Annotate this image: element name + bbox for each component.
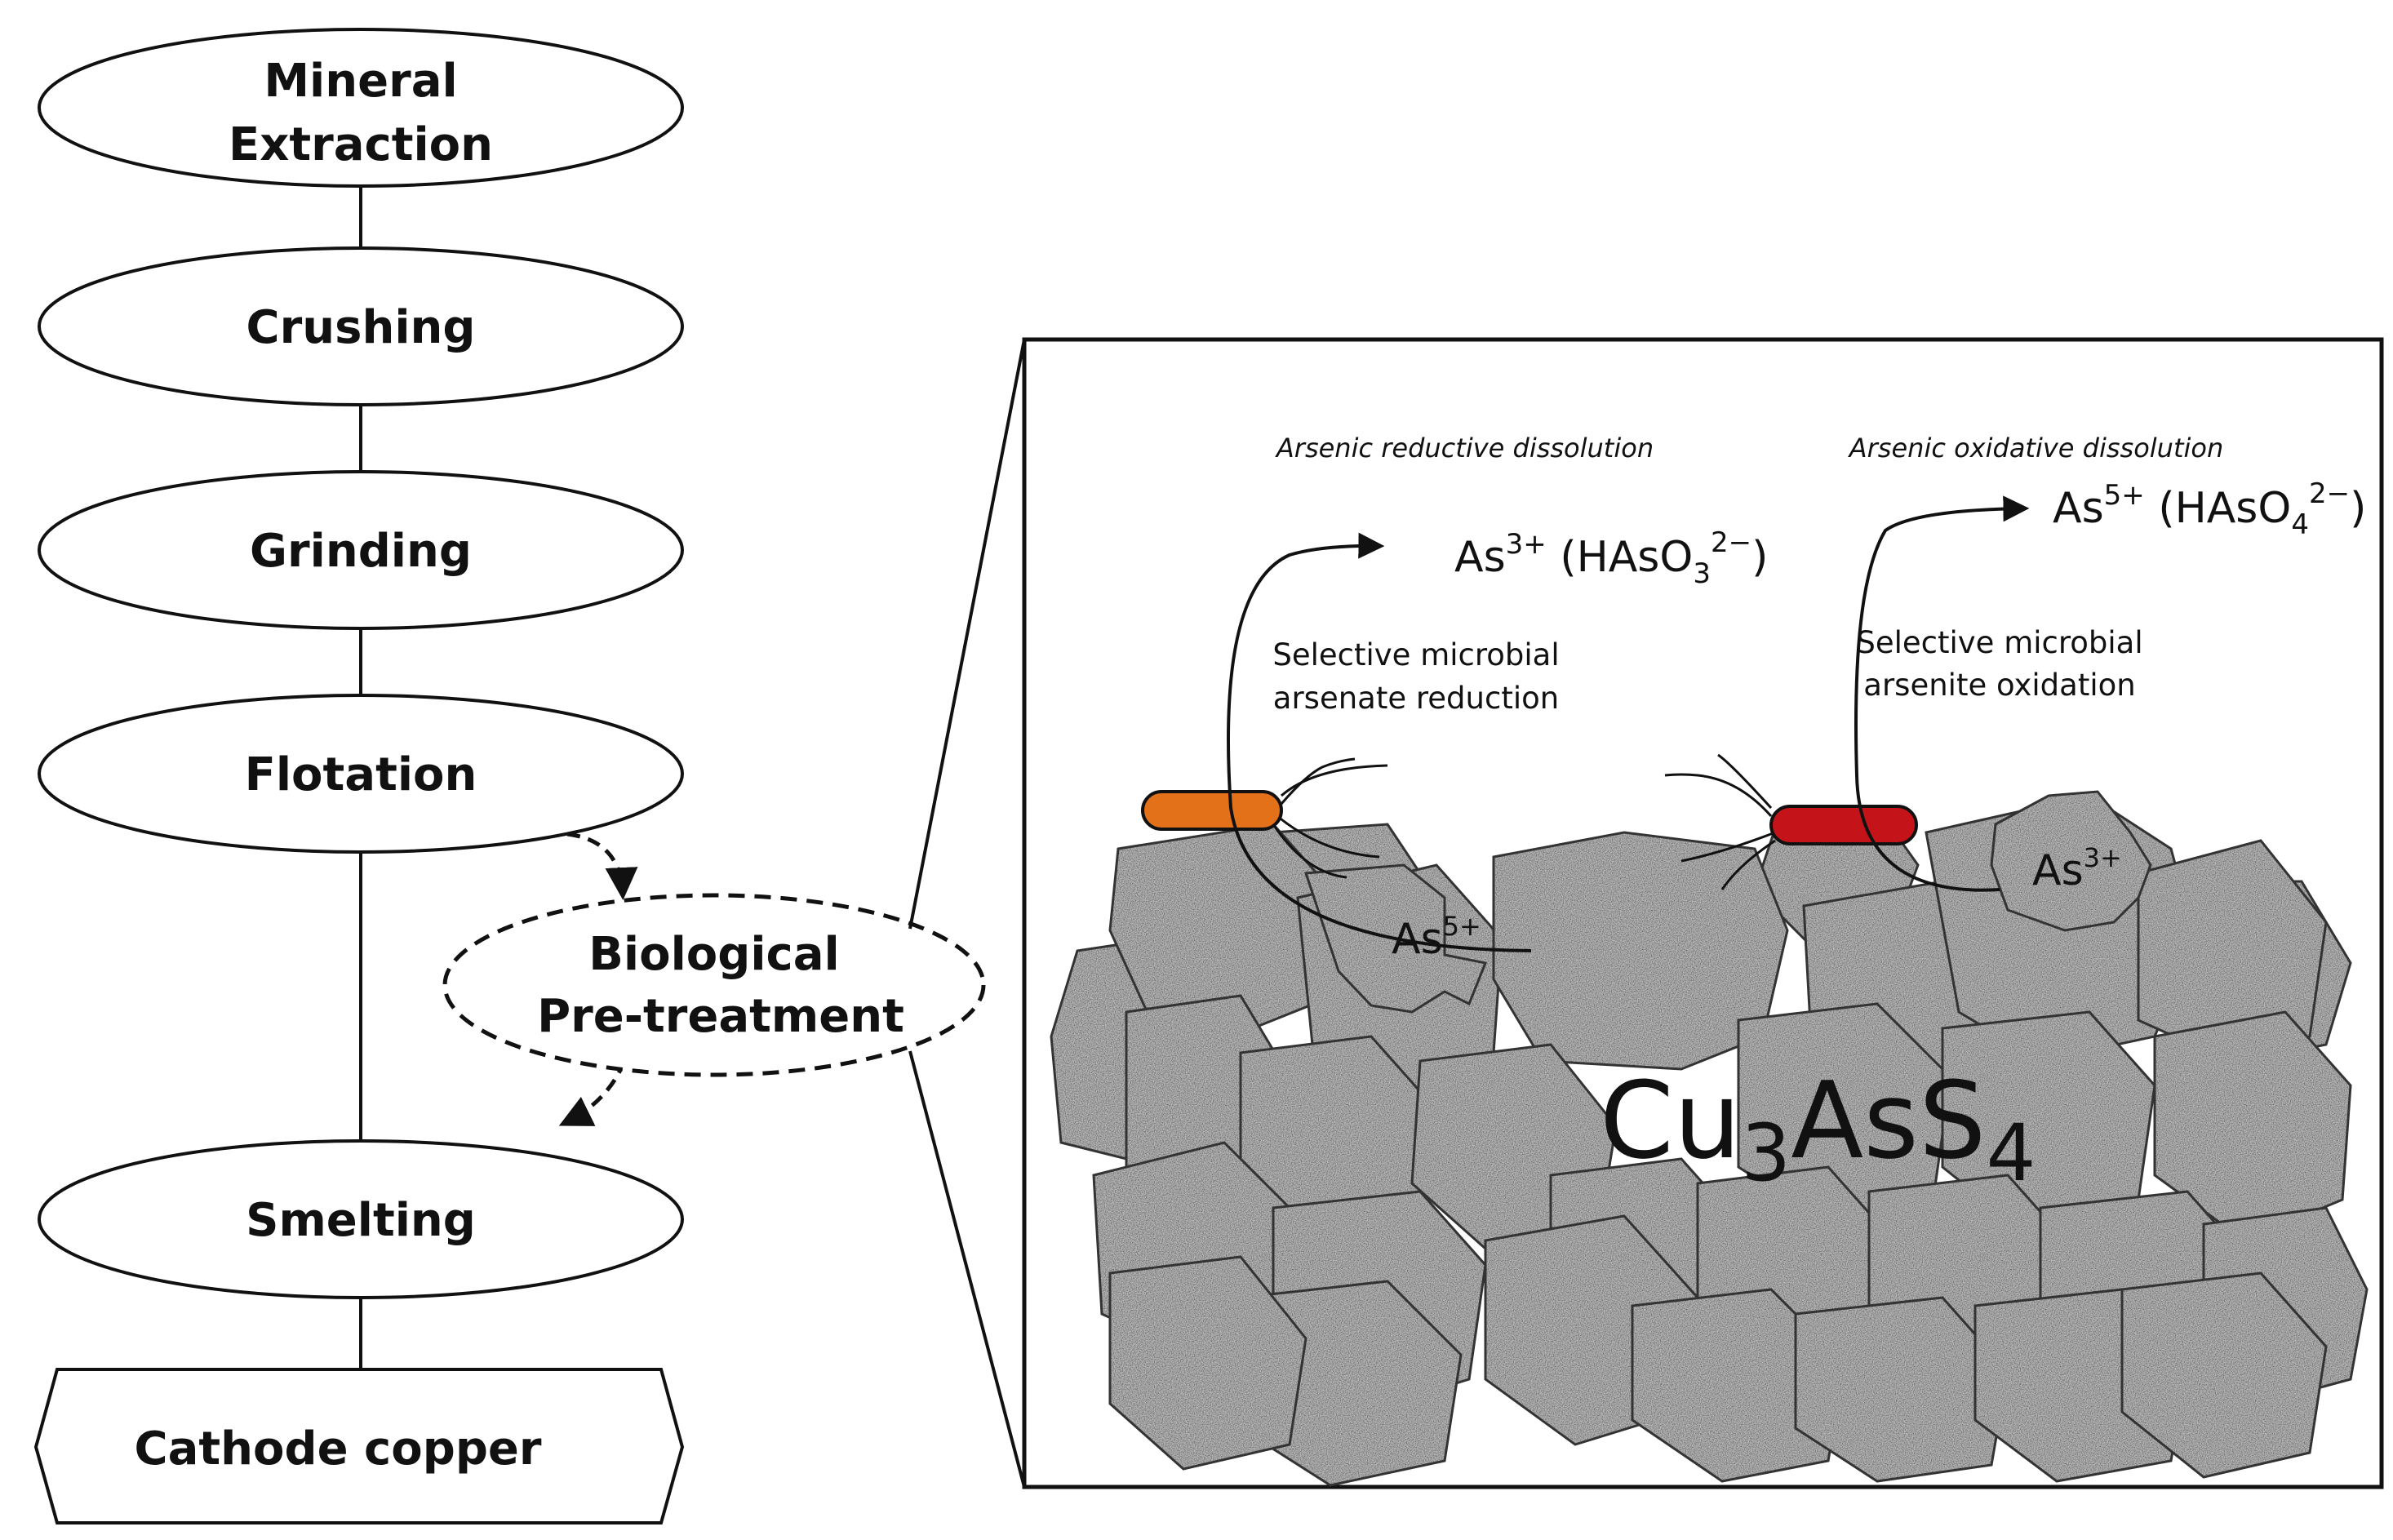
- ion-symbol: As: [1392, 915, 1443, 964]
- ion-symbol: As: [2053, 484, 2104, 533]
- arsenate-product: As5+ (HAsO42−): [2053, 477, 2366, 541]
- reductive-dissolution-title: Arsenic reductive dissolution: [1275, 433, 1654, 464]
- ore-particles: [1050, 790, 2369, 1487]
- mechanism-panel: Arsenic reductive dissolution Arsenic ox…: [1022, 337, 2384, 1489]
- formula-part: Cu: [1600, 1058, 1741, 1183]
- ore-particle: [1794, 1296, 2009, 1483]
- ion-symbol: As: [2032, 846, 2084, 895]
- formula-superscript: 2−: [2309, 477, 2350, 510]
- ion-charge: 5+: [2104, 479, 2145, 512]
- dashed-connector-to-pretreatment: [566, 832, 638, 900]
- ore-particle: [1631, 1288, 1846, 1483]
- formula-close: ): [1751, 533, 1768, 582]
- formula-open: (HAsO: [2145, 484, 2292, 533]
- step-label-line: Biological: [588, 928, 839, 981]
- surface-species-as5: As5+: [1392, 911, 1481, 964]
- step-label: Flotation: [245, 748, 477, 801]
- arsenite-product: As3+ (HAsO32−): [1454, 526, 1768, 590]
- oxidation-process-line: arsenite oxidation: [1863, 668, 2135, 703]
- step-mineral-extraction: Mineral Extraction: [38, 28, 684, 188]
- ion-symbol: As: [1454, 533, 1506, 582]
- bacterium-cell: [1141, 790, 1283, 831]
- flowchart: Mineral Extraction Crushing Grinding Flo…: [33, 28, 986, 1524]
- ion-charge: 3+: [2084, 842, 2122, 873]
- formula-subscript: 3: [1741, 1107, 1791, 1199]
- ore-particle: [1108, 823, 1340, 1038]
- step-flotation: Flotation: [38, 694, 684, 854]
- bacterium-cell: [1769, 805, 1918, 845]
- ore-particle: [2120, 1271, 2328, 1479]
- product-cathode-copper: Cathode copper: [33, 1368, 685, 1524]
- step-label: Grinding: [250, 525, 472, 578]
- step-grinding: Grinding: [38, 470, 684, 630]
- ore-particle-as3: [1990, 790, 2152, 932]
- product-label: Cathode copper: [135, 1422, 542, 1476]
- step-label-line: Extraction: [229, 118, 493, 171]
- mineral-formula-enargite: Cu3AsS4: [1600, 1058, 2036, 1199]
- reduction-process-line: Selective microbial: [1272, 637, 1559, 672]
- step-label-line: Mineral: [264, 55, 457, 108]
- formula-subscript: 4: [2291, 508, 2309, 541]
- step-label: Crushing: [246, 301, 476, 354]
- formula-superscript: 2−: [1711, 526, 1751, 559]
- formula-open: (HAsO: [1547, 533, 1694, 582]
- step-biological-pretreatment: Biological Pre-treatment: [442, 893, 986, 1077]
- step-smelting: Smelting: [38, 1139, 684, 1299]
- oxidative-dissolution-title: Arsenic oxidative dissolution: [1848, 433, 2224, 464]
- ore-particle: [2153, 1010, 2352, 1242]
- ore-particle: [2137, 839, 2328, 1063]
- step-crushing: Crushing: [38, 246, 684, 406]
- step-label: Smelting: [246, 1194, 476, 1247]
- bacterium-arsenite-oxidizer: [1664, 753, 1918, 890]
- oxidation-arrow: [1854, 495, 2030, 892]
- oxidation-process-line: Selective microbial: [1856, 625, 2142, 660]
- ion-charge: 3+: [1506, 528, 1547, 561]
- ore-particle: [1108, 1255, 1307, 1471]
- step-label-line: Pre-treatment: [537, 990, 904, 1043]
- zoom-line-bottom: [908, 1050, 1026, 1488]
- zoom-line-top: [908, 339, 1026, 930]
- bacterium-arsenate-reducer: [1141, 757, 1388, 879]
- reduction-arrow: [1227, 532, 1532, 952]
- formula-close: ): [2350, 484, 2366, 533]
- formula-subscript: 3: [1693, 557, 1711, 590]
- reduction-process-line: arsenate reduction: [1273, 681, 1559, 716]
- ion-charge: 5+: [1443, 911, 1481, 942]
- formula-subscript: 4: [1986, 1107, 2036, 1199]
- formula-part: AsS: [1791, 1058, 1986, 1183]
- surface-species-as3: As3+: [2032, 842, 2122, 895]
